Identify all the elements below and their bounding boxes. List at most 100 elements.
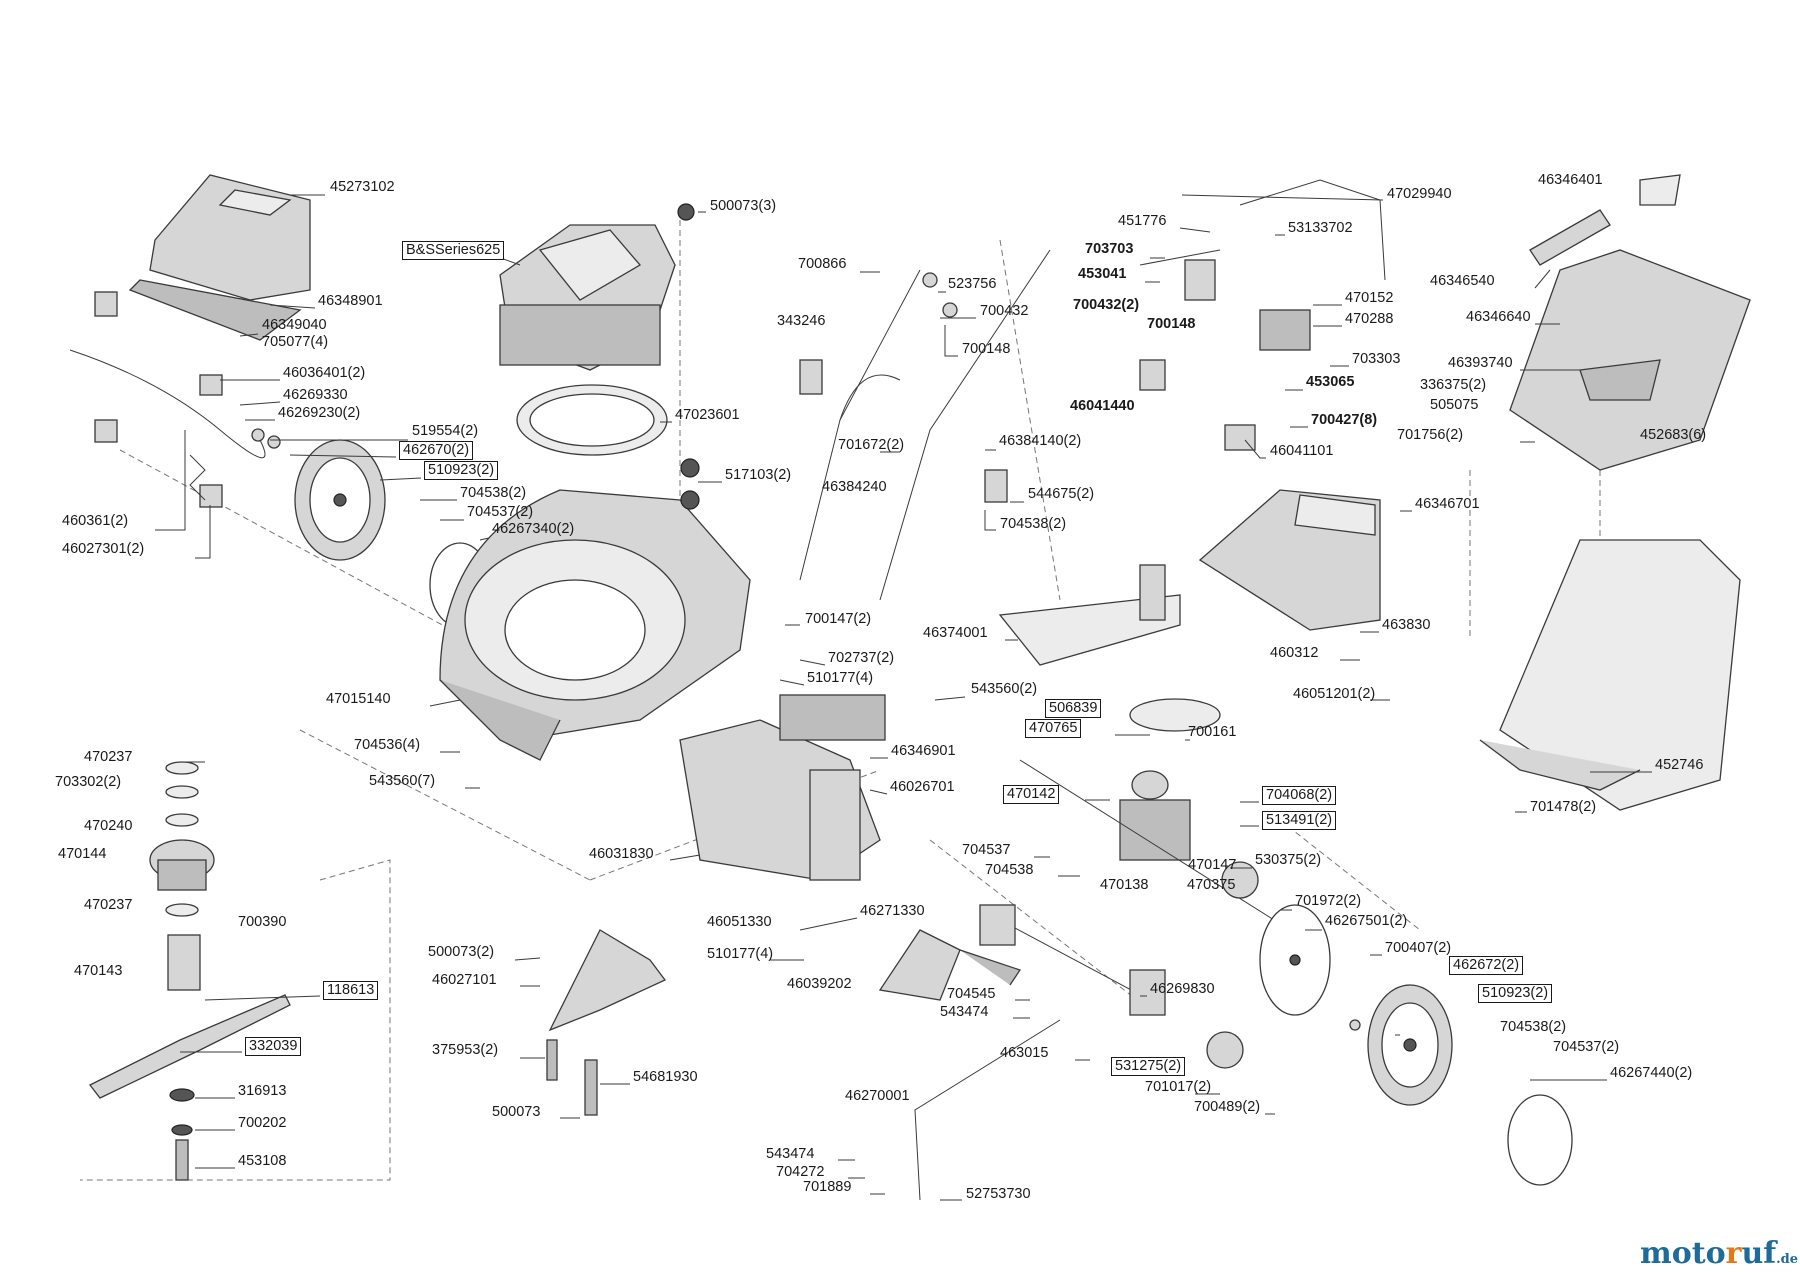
rear-cover-part bbox=[128, 174, 311, 341]
part-label: 470288 bbox=[1345, 311, 1394, 327]
part-label: 46346401 bbox=[1538, 172, 1603, 188]
part-label: 46346540 bbox=[1430, 273, 1495, 289]
grass-box-lid-part bbox=[1198, 489, 1381, 631]
part-label: 46041440 bbox=[1070, 398, 1135, 414]
part-label: 531275(2) bbox=[1111, 1057, 1186, 1076]
part-label: 700147(2) bbox=[805, 611, 872, 627]
part-label: 46349040 bbox=[262, 317, 327, 333]
part-label: 462670(2) bbox=[399, 441, 474, 460]
part-label: 46267340(2) bbox=[492, 521, 575, 537]
part-label: 500073(3) bbox=[710, 198, 777, 214]
part-label: 316913 bbox=[238, 1083, 287, 1099]
part-label: 704537(2) bbox=[467, 504, 534, 520]
part-label: 46041101 bbox=[1270, 443, 1334, 459]
handle-assembly-part bbox=[799, 249, 1051, 601]
brand-part-1: moto bbox=[1640, 1236, 1726, 1271]
part-label: 700489(2) bbox=[1194, 1099, 1261, 1115]
part-label: 704536(4) bbox=[354, 737, 421, 753]
part-label: 470144 bbox=[58, 846, 107, 862]
part-label: 703302(2) bbox=[55, 774, 122, 790]
part-label: 53133702 bbox=[1288, 220, 1353, 236]
part-label: 47029940 bbox=[1387, 186, 1452, 202]
part-label: 45273102 bbox=[330, 179, 395, 195]
part-label: 46027301(2) bbox=[62, 541, 145, 557]
rear-shield-part bbox=[679, 694, 886, 881]
brand-tld: .de bbox=[1776, 1252, 1799, 1267]
part-label: 46384140(2) bbox=[999, 433, 1082, 449]
part-label: 46269230(2) bbox=[278, 405, 361, 421]
part-label: 543474 bbox=[940, 1004, 989, 1020]
part-label: 700390 bbox=[238, 914, 287, 930]
part-label: 704537(2) bbox=[1553, 1039, 1620, 1055]
part-label: 451776 bbox=[1118, 213, 1167, 229]
part-label: 500073(2) bbox=[428, 944, 495, 960]
engine-gasket-part bbox=[516, 384, 668, 456]
part-label: 452746 bbox=[1655, 757, 1704, 773]
part-label: 375953(2) bbox=[432, 1042, 499, 1058]
part-label: 505075 bbox=[1430, 397, 1479, 413]
part-label: 510923(2) bbox=[424, 461, 499, 480]
part-label: 700432(2) bbox=[1073, 297, 1140, 313]
brand-part-2: r bbox=[1725, 1236, 1742, 1271]
part-label: 702737(2) bbox=[828, 650, 895, 666]
part-label: 703303 bbox=[1352, 351, 1401, 367]
part-label: 470237 bbox=[84, 749, 133, 765]
part-label: 701672(2) bbox=[838, 437, 905, 453]
part-label: 705077(4) bbox=[262, 334, 329, 350]
part-label: 47015140 bbox=[326, 691, 391, 707]
part-label: 704537 bbox=[962, 842, 1011, 858]
part-label: 704068(2) bbox=[1262, 786, 1337, 805]
front-guard-part bbox=[546, 929, 667, 1116]
part-label: 704272 bbox=[776, 1164, 825, 1180]
engine-part bbox=[499, 203, 695, 371]
part-label: 470138 bbox=[1100, 877, 1149, 893]
part-label: 510923(2) bbox=[1478, 984, 1553, 1003]
drive-lever-part bbox=[1139, 179, 1386, 451]
part-label: 700148 bbox=[962, 341, 1011, 357]
grass-catcher-frame-part bbox=[1509, 174, 1751, 471]
part-label: 470143 bbox=[74, 963, 123, 979]
part-label: 46027101 bbox=[432, 972, 497, 988]
part-label: 46270001 bbox=[845, 1088, 910, 1104]
chute-part bbox=[998, 564, 1181, 666]
part-label: 460361(2) bbox=[62, 513, 129, 529]
part-label: 46267501(2) bbox=[1325, 913, 1408, 929]
part-label: 46346701 bbox=[1415, 496, 1480, 512]
leader-lines bbox=[155, 190, 1652, 1201]
part-label: 332039 bbox=[245, 1037, 302, 1056]
part-label: 543474 bbox=[766, 1146, 815, 1162]
part-label: 343246 bbox=[777, 313, 826, 329]
part-label: 46384240 bbox=[822, 479, 887, 495]
part-label: 46269330 bbox=[283, 387, 348, 403]
part-label: 470765 bbox=[1025, 719, 1082, 738]
part-label: 453041 bbox=[1078, 266, 1127, 282]
front-wheel-right bbox=[1349, 984, 1573, 1186]
part-label: 47023601 bbox=[675, 407, 740, 423]
part-label: 700432 bbox=[980, 303, 1029, 319]
part-label: 46031830 bbox=[589, 846, 654, 862]
part-label: 701889 bbox=[803, 1179, 852, 1195]
part-label: 46346640 bbox=[1466, 309, 1531, 325]
part-label: 46267440(2) bbox=[1610, 1065, 1693, 1081]
part-label: 470240 bbox=[84, 818, 133, 834]
part-label: 46036401(2) bbox=[283, 365, 366, 381]
gearbox-part bbox=[1019, 698, 1291, 931]
part-label: 700161 bbox=[1188, 724, 1237, 740]
brand-watermark: motoruf.de bbox=[1640, 1236, 1798, 1271]
part-label: 510177(4) bbox=[707, 946, 774, 962]
part-label: 470142 bbox=[1003, 785, 1060, 804]
part-label: 470375 bbox=[1187, 877, 1236, 893]
part-label: 701478(2) bbox=[1530, 799, 1597, 815]
part-label: 500073 bbox=[492, 1104, 541, 1120]
part-label: 52753730 bbox=[966, 1186, 1031, 1202]
part-label: 453108 bbox=[238, 1153, 287, 1169]
part-label: 544675(2) bbox=[1028, 486, 1095, 502]
part-label: 510177(4) bbox=[807, 670, 874, 686]
part-label: 704538 bbox=[985, 862, 1034, 878]
part-label: 543560(7) bbox=[369, 773, 436, 789]
part-label: 704538(2) bbox=[1000, 516, 1067, 532]
part-label: 462672(2) bbox=[1449, 956, 1524, 975]
part-label: B&SSeries625 bbox=[402, 241, 505, 260]
part-label: 46051330 bbox=[707, 914, 772, 930]
part-label: 46346901 bbox=[891, 743, 956, 759]
